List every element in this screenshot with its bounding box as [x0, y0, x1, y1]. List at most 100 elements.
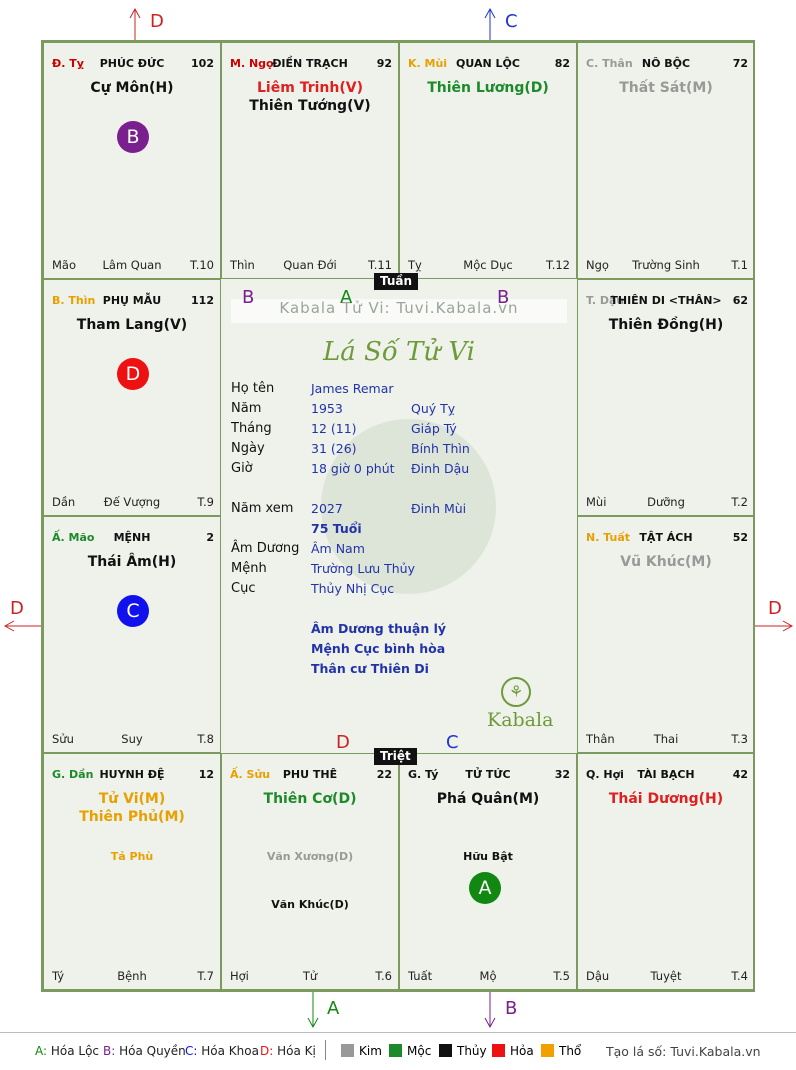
brand-logo: Kabala [487, 709, 554, 731]
palace-name: MỆNH [113, 531, 151, 544]
palace-number: 92 [376, 57, 392, 70]
palace-name: TỬ TỨC [465, 768, 511, 781]
palace-stage: Đế Vượng [103, 495, 161, 509]
palace-month: T.8 [197, 732, 214, 746]
legend-key: D: [260, 1044, 274, 1058]
palace-name: HUYNH ĐỆ [99, 768, 165, 781]
palace-name: PHU THÊ [282, 768, 338, 781]
palace-number: 62 [732, 294, 748, 307]
palace-stage: Tuyệt [650, 969, 682, 983]
palace-can-chi: M. Ngọ [230, 57, 274, 70]
palace-stage: Lâm Quan [102, 258, 162, 272]
main-star: Thiên Tướng(V) [249, 98, 371, 114]
info-value: 31 (26) [311, 441, 357, 456]
info-value: James Remar [311, 381, 394, 396]
palace-stage: Suy [121, 732, 143, 746]
palace-number: 32 [554, 768, 570, 781]
palace-number: 42 [732, 768, 748, 781]
palace-name: NÔ BỘC [641, 57, 691, 70]
palace-name: THIÊN DI <THÂN> [610, 294, 722, 307]
main-star: Tham Lang(V) [76, 317, 188, 333]
palace-can-chi: Ấ. Mão [52, 531, 95, 544]
minor-star: Hữu Bật [463, 850, 513, 863]
palace-can-chi: Ấ. Sửu [230, 768, 271, 781]
info-value: 1953 [311, 401, 343, 416]
site-link[interactable]: Tạo lá số: Tuvi.Kabala.vn [606, 1044, 761, 1059]
palace-name: PHÚC ĐỨC [99, 57, 165, 70]
main-star: Phá Quân(M) [436, 791, 540, 807]
palace-month: T.4 [731, 969, 748, 983]
main-star: Thất Sát(M) [619, 80, 713, 96]
info-label: Năm [231, 401, 262, 416]
legend-label: Hóa Lộc [47, 1044, 100, 1058]
palace-name: ĐIỀN TRẠCH [272, 57, 348, 70]
palace-number: 112 [191, 294, 214, 307]
legend-label: Hóa Quyền [115, 1044, 186, 1058]
transform-badge: C [117, 595, 149, 627]
palace-branch: Ngọ [586, 258, 609, 272]
center-panel: Kabala Tử Vi: Tuvi.Kabala.vn Lá Số Tử Vi… [221, 279, 577, 755]
palace-branch: Tý [52, 969, 65, 983]
main-star: Thiên Lương(D) [427, 80, 549, 96]
transform-badge: D [117, 358, 149, 390]
element-label: Hỏa [510, 1044, 534, 1058]
element-label: Kim [359, 1044, 382, 1058]
legend-item: C: Hóa Khoa [185, 1044, 259, 1058]
legend-key: C: [185, 1044, 198, 1058]
note-text: Mệnh Cục bình hòa [311, 641, 446, 656]
palace-number: 82 [554, 57, 570, 70]
info-value: Thủy Nhị Cục [311, 581, 395, 596]
palace-month: T.7 [197, 969, 214, 983]
arrow-label-top-left: D [150, 11, 164, 32]
transform-badge: A [469, 872, 501, 904]
palace-can-chi: Đ. Tỵ [52, 57, 84, 70]
info-label: Ngày [231, 441, 265, 456]
palace-can-chi: B. Thìn [52, 294, 96, 307]
palace-branch: Thân [586, 732, 615, 746]
minor-star: Tả Phù [110, 850, 154, 863]
palace-month: T.11 [368, 258, 392, 272]
palace-branch: Mùi [586, 495, 607, 509]
palace-stage: Bệnh [117, 969, 147, 983]
info-can-chi: Quý Tỵ [411, 401, 456, 416]
palace-month: T.3 [731, 732, 748, 746]
yin-yang-icon [321, 419, 496, 594]
palace-branch: Dậu [586, 969, 610, 983]
palace-stage: Tử [302, 969, 318, 983]
palace-can-chi: C. Thân [586, 57, 633, 70]
line-label-d1: D [336, 732, 350, 753]
legend-key: A: [35, 1044, 48, 1058]
palace-month: T.2 [731, 495, 748, 509]
palace-number: 12 [198, 768, 214, 781]
element-item: Hỏa [492, 1044, 534, 1058]
palace-branch: Tỵ [408, 258, 422, 272]
info-label: Âm Dương [231, 541, 300, 556]
element-label: Mộc [407, 1044, 432, 1058]
main-star: Tử Vi(M) [98, 791, 166, 807]
arrow-label-top-right: C [505, 11, 518, 32]
note-text: Âm Dương thuận lý [311, 621, 447, 636]
palace-can-chi: K. Mùi [408, 57, 448, 70]
chart-title: Lá Số Tử Vi [322, 337, 475, 367]
tree-logo-icon: ⚘ [501, 677, 531, 707]
palace-stage: Thai [653, 732, 679, 746]
element-swatch [541, 1044, 554, 1057]
palace-number: 22 [376, 768, 392, 781]
transform-badge: B [117, 121, 149, 153]
legend-divider [325, 1040, 326, 1060]
info-value: 18 giờ 0 phút [311, 461, 395, 476]
palace-month: T.10 [190, 258, 214, 272]
palace-can-chi: N. Tuất [586, 531, 631, 544]
tu-vi-chart: Kabala Tử Vi: Tuvi.Kabala.vn Lá Số Tử Vi… [41, 40, 755, 992]
nam-xem-label: Năm xem [231, 501, 294, 516]
palace-branch: Dần [52, 495, 76, 509]
info-can-chi: Giáp Tý [411, 421, 457, 436]
main-star: Vũ Khúc(M) [620, 554, 712, 570]
